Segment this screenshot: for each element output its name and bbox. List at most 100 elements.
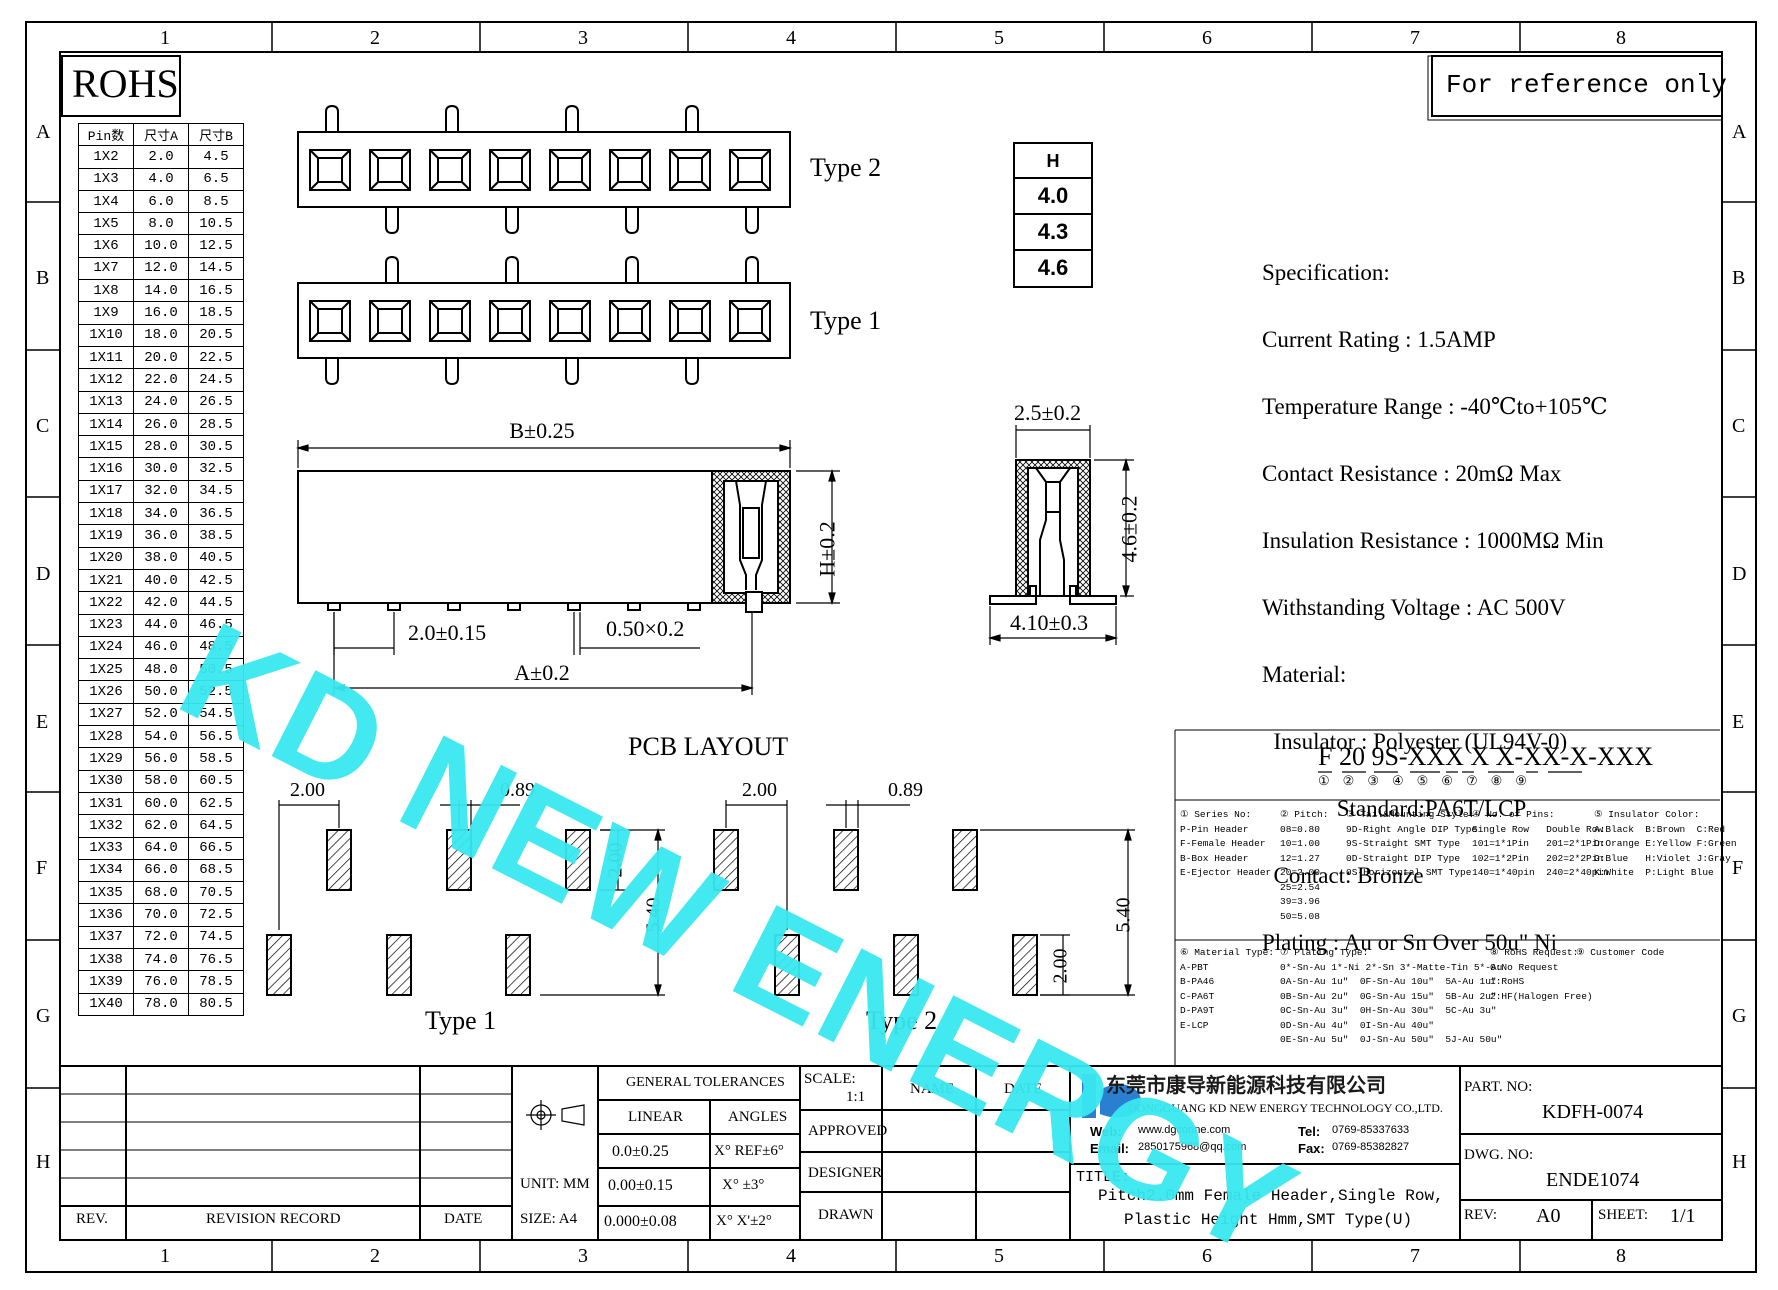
part-code-legend-line: D-PA9T bbox=[1180, 1005, 1215, 1016]
part-code-legend-line: ⑧ RoHS Request: bbox=[1490, 947, 1579, 958]
table-cell: 80.5 bbox=[188, 992, 244, 1016]
table-cell: 60.5 bbox=[188, 769, 244, 793]
table-cell: 1X5 bbox=[78, 212, 134, 236]
row-label: B bbox=[1732, 267, 1746, 289]
table-cell: 18.5 bbox=[188, 301, 244, 325]
tel-label: Tel: bbox=[1298, 1124, 1321, 1139]
part-code-legend-line: ① Series No: bbox=[1180, 809, 1252, 820]
part-code-legend-line: 10=1.00 bbox=[1280, 838, 1320, 849]
col-label: 2 bbox=[370, 27, 380, 49]
tel-value: 0769-85337633 bbox=[1332, 1124, 1410, 1136]
table-cell: 1X6 bbox=[78, 234, 134, 258]
table-cell: 58.5 bbox=[188, 747, 244, 771]
part-code-index-item: ② bbox=[1342, 773, 1355, 788]
row-label: E bbox=[36, 711, 49, 733]
table-cell: 26.5 bbox=[188, 390, 244, 414]
tb-size: SIZE: A4 bbox=[520, 1211, 578, 1227]
part-code-legend-line: B-Box Header bbox=[1180, 852, 1249, 864]
table-cell: 52.0 bbox=[133, 702, 189, 727]
spec-line: Specification: bbox=[1262, 259, 1390, 285]
table-cell: 1X9 bbox=[78, 301, 134, 325]
table-cell: 62.0 bbox=[133, 814, 189, 838]
web-label: Web: bbox=[1090, 1124, 1122, 1139]
table-cell: 1X16 bbox=[78, 457, 134, 481]
tb-part-no: KDFH-0074 bbox=[1542, 1101, 1644, 1123]
table-cell: 66.0 bbox=[133, 858, 189, 883]
table-cell: 1X19 bbox=[78, 524, 134, 548]
row-label: H bbox=[36, 1151, 51, 1173]
table-cell: 78.5 bbox=[188, 970, 244, 994]
table-cell: 42.0 bbox=[133, 591, 189, 615]
part-code-legend-line: 12=1.27 bbox=[1280, 852, 1320, 864]
table-cell: 1X11 bbox=[78, 345, 134, 370]
tb-name: NAME bbox=[910, 1081, 955, 1097]
table-cell: 2.0 bbox=[133, 145, 189, 169]
reference-note: For reference only bbox=[1446, 70, 1727, 100]
part-code-legend-line: E-LCP bbox=[1180, 1019, 1209, 1031]
tb-dwg-no-label: DWG. NO: bbox=[1464, 1147, 1534, 1163]
col-label: 2 bbox=[370, 1245, 380, 1267]
rohs-label: ROHS bbox=[72, 61, 179, 106]
table-cell: 72.0 bbox=[133, 925, 189, 949]
part-code-legend-line: 0D-Sn-Au 4u" 0I-Sn-Au 40u" bbox=[1280, 1019, 1434, 1031]
col-label: 7 bbox=[1410, 1245, 1420, 1267]
table-cell: 10.0 bbox=[133, 234, 189, 258]
table-cell: 12.0 bbox=[133, 256, 189, 281]
table-cell: 1X25 bbox=[78, 658, 134, 682]
table-cell: 1X29 bbox=[78, 747, 134, 771]
table-cell: 54.0 bbox=[133, 725, 189, 749]
part-code-legend-line: ⑥ Material Type: bbox=[1180, 947, 1275, 958]
table-cell: 60.0 bbox=[133, 791, 189, 816]
company-name-en: DONGGUANG KD NEW ENERGY TECHNOLOGY CO.,L… bbox=[1128, 1101, 1443, 1115]
type2-label: Type 2 bbox=[810, 153, 882, 182]
h-table-value: 4.6 bbox=[1037, 255, 1069, 280]
spec-line: Contact Resistance : 20mΩ Max bbox=[1262, 460, 1562, 486]
table-cell: 50.5 bbox=[188, 658, 244, 682]
dim-a: A±0.2 bbox=[514, 660, 570, 685]
row-label: H bbox=[1732, 1151, 1747, 1173]
tb-scale-value: 1:1 bbox=[846, 1089, 866, 1105]
table-cell: 28.5 bbox=[188, 412, 244, 437]
part-code-legend-line: 0C-Sn-Au 3u" 0H-Sn-Au 30u" 5C-Au 3u" bbox=[1280, 1005, 1497, 1016]
table-cell: 1X27 bbox=[78, 702, 134, 727]
part-code-legend-line: P-Pin Header bbox=[1180, 823, 1249, 835]
front-view bbox=[297, 470, 791, 613]
part-code-legend-line: A-PBT bbox=[1180, 961, 1209, 973]
part-code-index-item: ④ bbox=[1391, 773, 1404, 788]
part-code-index-item: ① bbox=[1318, 773, 1330, 788]
table-cell: 22.0 bbox=[133, 368, 189, 392]
table-cell: 6.5 bbox=[188, 167, 244, 191]
row-label: F bbox=[36, 857, 48, 879]
table-cell: 46.5 bbox=[188, 613, 244, 637]
table-cell: 1X21 bbox=[78, 568, 134, 593]
table-cell: 1X18 bbox=[78, 502, 134, 526]
company-logo bbox=[1082, 1074, 1141, 1118]
email-value: 2850175968@qq.com bbox=[1138, 1141, 1247, 1153]
spec-line: Plating : Au or Sn Over 50u" Ni bbox=[1262, 929, 1557, 955]
dim-pin: 0.50×0.2 bbox=[606, 616, 685, 641]
col-label: 7 bbox=[1410, 27, 1420, 49]
spec-line: Contact: Bronze bbox=[1262, 862, 1424, 888]
row-label: B bbox=[36, 267, 50, 289]
part-code-legend-line: E-Ejector Header bbox=[1180, 867, 1272, 878]
part-code-legend-line: 0:No Request bbox=[1490, 961, 1559, 973]
spec-line: Current Rating : 1.5AMP bbox=[1262, 326, 1496, 352]
part-code-legend-line: ⑤ Insulator Color: bbox=[1594, 809, 1700, 820]
